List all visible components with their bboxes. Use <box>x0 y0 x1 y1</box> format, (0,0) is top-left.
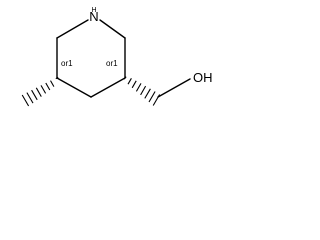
bond-c4-c3 <box>90 77 126 98</box>
chemical-structure: N H OH or1 or1 <box>21 7 213 107</box>
hashed-wedge-methyl <box>21 76 59 107</box>
hashed-wedge-ch2 <box>123 76 161 106</box>
stereo-label-c5: or1 <box>61 59 73 68</box>
bond-n-c2 <box>99 19 126 39</box>
nitrogen-hydrogen-label: H <box>91 7 96 14</box>
stereo-label-c3: or1 <box>106 59 118 68</box>
nitrogen-label: N <box>89 9 98 24</box>
bond-c5-c4 <box>56 77 92 98</box>
bond-ch2-o <box>157 78 191 98</box>
bond-n-c6 <box>56 19 89 39</box>
hydroxyl-label: OH <box>193 70 213 85</box>
